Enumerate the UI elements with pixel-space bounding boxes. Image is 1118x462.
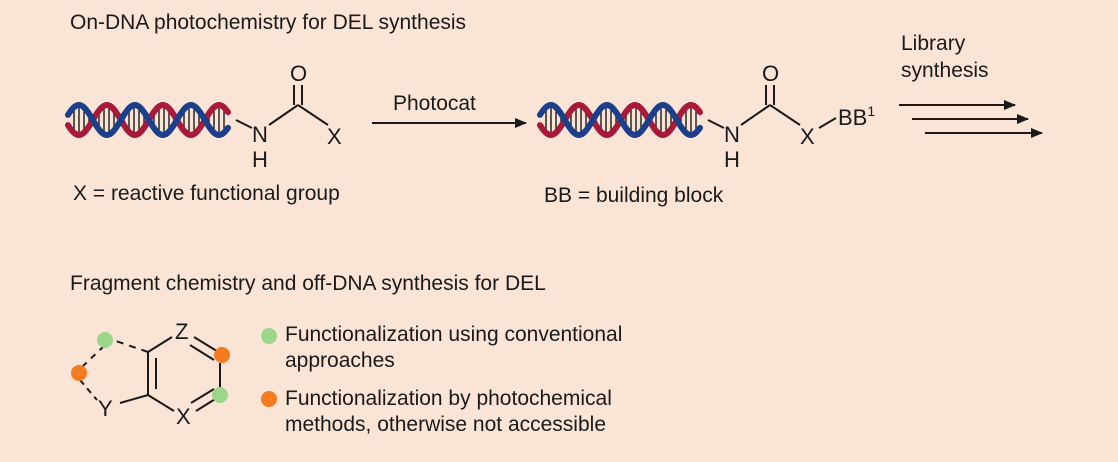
reactant-x-group: X — [327, 124, 342, 149]
scaffold-x-atom: X — [176, 404, 191, 429]
reactant-amide-n: N — [252, 122, 268, 147]
legend-text-orange: Functionalization by photochemical metho… — [285, 387, 612, 436]
legend-orange-dot — [261, 391, 277, 407]
bb-superscript: 1 — [867, 103, 876, 119]
bb-text: BB — [838, 105, 868, 130]
legend-green-dot — [261, 328, 277, 344]
product-amide-n: N — [724, 122, 740, 147]
product-amide-h: H — [724, 147, 740, 172]
reactant-amide-h: H — [252, 147, 268, 172]
legend-item-orange: Functionalization by photochemical metho… — [285, 386, 685, 438]
product-x-group: X — [800, 124, 815, 149]
section1-title: On-DNA photochemistry for DEL synthesis — [70, 11, 467, 34]
reactant-carbonyl-oxygen: O — [290, 61, 308, 86]
library-arrows — [899, 100, 1043, 138]
green-dot-marker — [212, 387, 228, 403]
reactant-bonds — [235, 85, 329, 129]
library-label-line2: synthesis — [901, 59, 989, 82]
library-label-line1: Library — [901, 32, 966, 55]
orange-dot-marker — [71, 365, 87, 381]
product-bonds — [707, 85, 837, 129]
reaction-arrow-label: Photocat — [393, 92, 476, 115]
dna-helix-icon — [537, 102, 703, 138]
reactant-caption: X = reactive functional group — [73, 182, 340, 205]
legend-item-green: Functionalization using conventional app… — [285, 322, 705, 374]
green-dot-marker — [97, 332, 113, 348]
scaffold-y-atom: Y — [98, 396, 113, 421]
product-caption: BB = building block — [544, 184, 724, 207]
product-carbonyl-oxygen: O — [762, 61, 780, 86]
dna-helix-icon — [65, 102, 231, 138]
section2-title: Fragment chemistry and off-DNA synthesis… — [70, 272, 546, 295]
legend-text-green: Functionalization using conventional app… — [285, 323, 623, 372]
orange-dot-marker — [214, 347, 230, 363]
scaffold-z-atom: Z — [175, 319, 189, 344]
building-block-label: BB1 — [838, 104, 875, 129]
